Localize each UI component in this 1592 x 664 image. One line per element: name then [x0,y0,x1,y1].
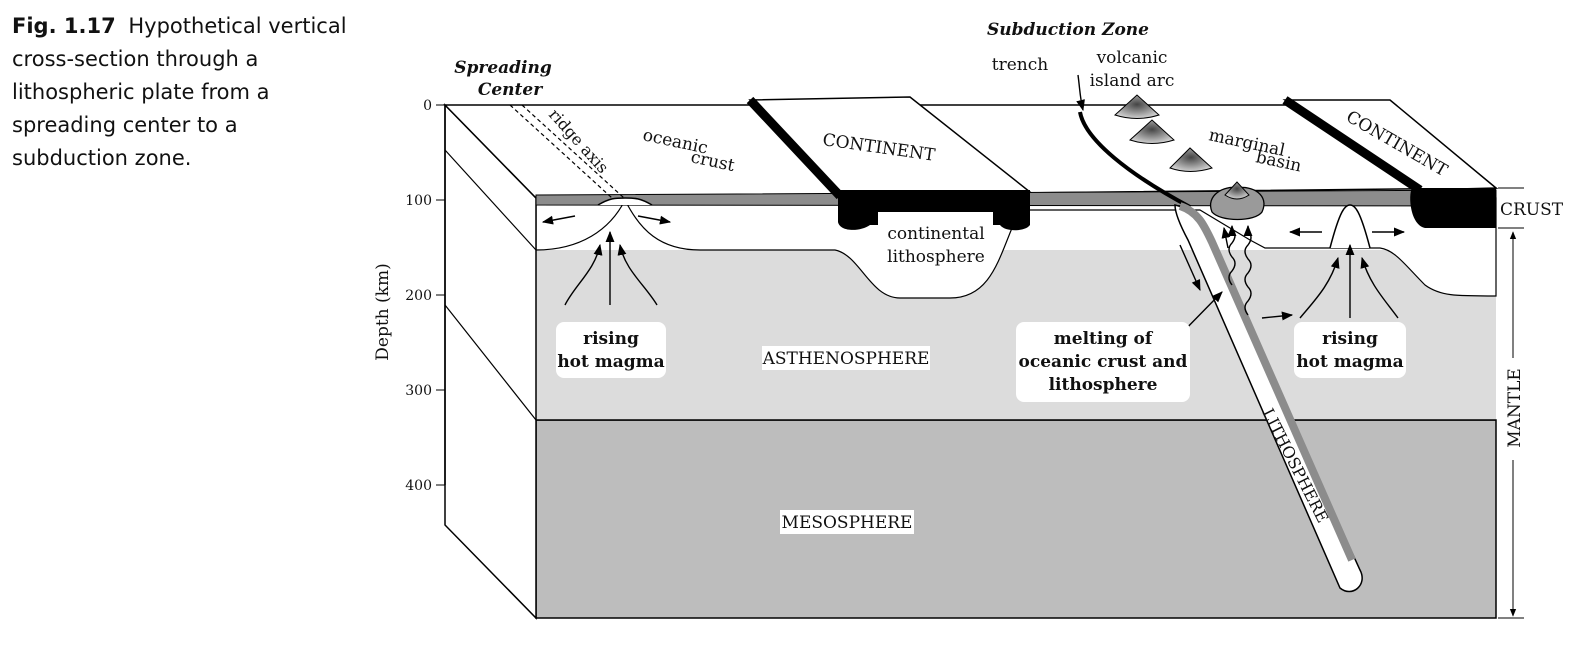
depth-tick-100: 100 [405,193,432,209]
depth-tick-200: 200 [405,288,432,304]
trench-label: trench [992,55,1048,75]
volcanic-arc-label-2: island arc [1090,71,1175,91]
depth-tick-300: 300 [405,383,432,399]
depth-axis: 0 100 200 300 400 Depth (km) [373,98,446,494]
figure-number: Fig. 1.17 [12,14,116,38]
rising-magma-left-label-1: rising [583,329,639,349]
volcanic-arc-label-1: volcanic [1096,48,1168,68]
depth-axis-label: Depth (km) [373,263,393,360]
trench-line [1078,111,1191,209]
mantle-side-label: MANTLE [1505,368,1525,448]
crust-side-label: CRUST [1500,200,1564,220]
melting-label-1: melting of [1054,329,1154,349]
melting-label-3: lithosphere [1049,375,1158,395]
continental-lithosphere-label-2: lithosphere [887,247,985,267]
continent-right-root [1410,188,1496,228]
mesosphere-label: MESOSPHERE [782,513,913,533]
asthenosphere-label: ASTHENOSPHERE [762,349,930,369]
rising-magma-right-label-1: rising [1322,329,1378,349]
figure-caption: Fig. 1.17 Hypothetical vertical cross-se… [12,10,352,175]
spreading-center-label-2: Center [478,80,543,100]
volcano-icons [1114,94,1213,172]
depth-tick-0: 0 [423,98,432,114]
rising-magma-left-label-2: hot magma [557,352,664,372]
flow-arrows [541,74,1406,341]
continental-lithosphere-label-1: continental [887,224,984,244]
caption-text: Hypothetical vertical cross-section thro… [12,14,347,170]
melting-label-2: oceanic crust and [1019,352,1188,372]
subduction-zone-label: Subduction Zone [987,20,1149,40]
depth-tick-400: 400 [405,478,432,494]
volcano-subsurface [1209,186,1265,221]
rising-magma-right-label-2: hot magma [1296,352,1403,372]
side-bracket: CRUST MANTLE [1498,187,1564,619]
spreading-center-label-1: Spreading [454,58,552,78]
